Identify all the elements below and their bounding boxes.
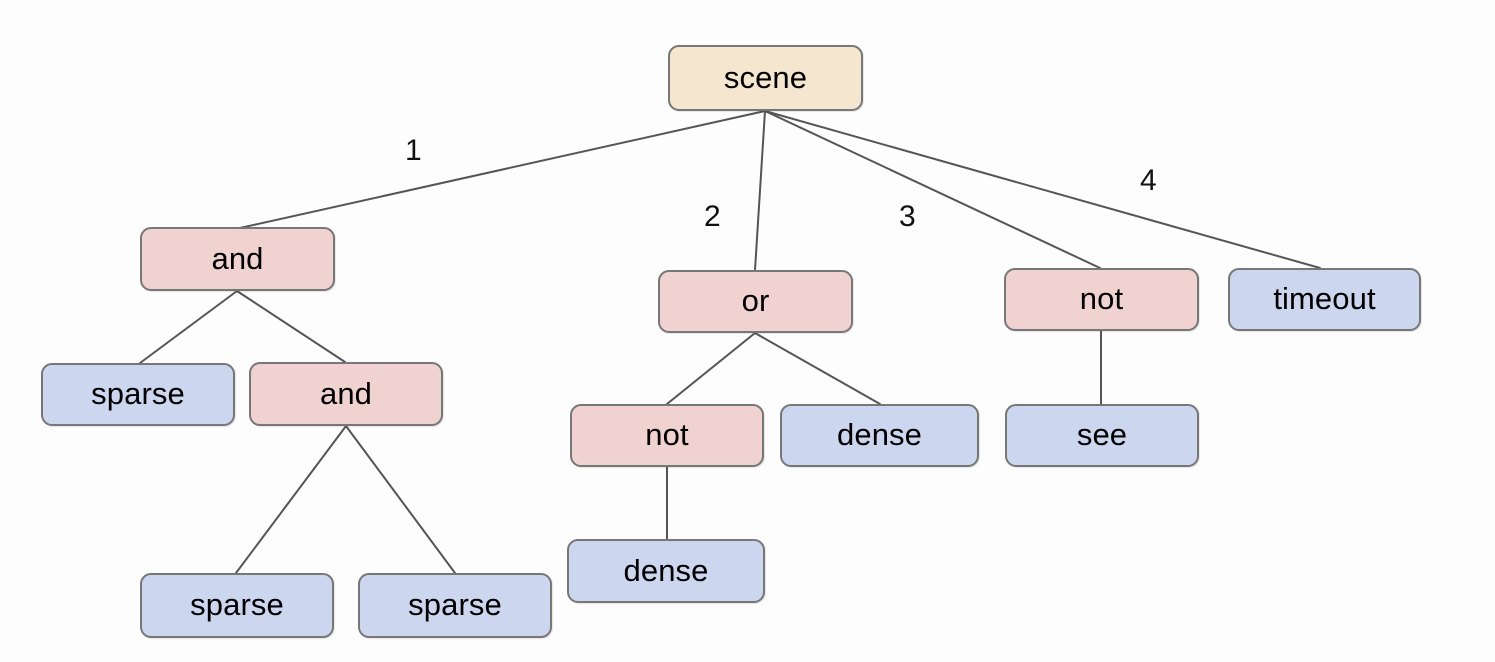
tree-edge-and1-to-and2 — [236, 290, 346, 363]
edge-label-4: 4 — [1140, 164, 1157, 197]
tree-node-dense2[interactable]: dense — [567, 539, 765, 603]
tree-node-not2[interactable]: not — [570, 404, 764, 467]
tree-node-sparse1[interactable]: sparse — [41, 363, 235, 426]
tree-node-label: sparse — [91, 376, 185, 411]
tree-node-or1[interactable]: or — [658, 270, 853, 333]
tree-node-label: sparse — [190, 587, 284, 622]
tree-node-not1[interactable]: not — [1004, 268, 1199, 331]
tree-edge-scene-to-not1 — [764, 110, 1101, 269]
tree-edge-or1-to-dense1 — [754, 332, 881, 405]
edge-label-1: 1 — [405, 134, 422, 167]
tree-edge-or1-to-not2 — [666, 332, 756, 405]
tree-node-and2[interactable]: and — [249, 362, 443, 426]
tree-node-sparse2[interactable]: sparse — [140, 573, 334, 638]
tree-node-timeout1[interactable]: timeout — [1228, 268, 1421, 331]
tree-edge-scene-to-and1 — [239, 110, 766, 229]
edge-label-3: 3 — [899, 200, 916, 233]
edge-label-2: 2 — [704, 200, 721, 233]
tree-node-scene[interactable]: scene — [668, 45, 863, 111]
tree-node-see1[interactable]: see — [1005, 404, 1199, 467]
tree-node-label: and — [211, 240, 264, 276]
tree-node-label: not — [1079, 281, 1124, 316]
tree-node-label: scene — [723, 59, 808, 95]
tree-node-and1[interactable]: and — [140, 227, 335, 291]
tree-node-label: and — [319, 375, 373, 411]
tree-node-sparse3[interactable]: sparse — [358, 573, 552, 638]
tree-node-label: see — [1076, 417, 1128, 452]
tree-node-label: sparse — [408, 587, 502, 622]
tree-node-label: not — [645, 417, 689, 452]
tree-node-label: dense — [837, 417, 922, 452]
tree-edge-and2-to-sparse3 — [345, 425, 456, 574]
tree-node-label: dense — [623, 552, 709, 588]
tree-node-dense1[interactable]: dense — [780, 404, 979, 467]
tree-node-label: timeout — [1273, 281, 1376, 316]
tree-edge-and1-to-sparse1 — [139, 290, 238, 364]
tree-edge-scene-to-or1 — [754, 110, 766, 271]
tree-node-label: or — [741, 283, 770, 318]
tree-edge-and2-to-sparse2 — [235, 425, 347, 574]
tree-edge-scene-to-timeout1 — [764, 110, 1321, 269]
